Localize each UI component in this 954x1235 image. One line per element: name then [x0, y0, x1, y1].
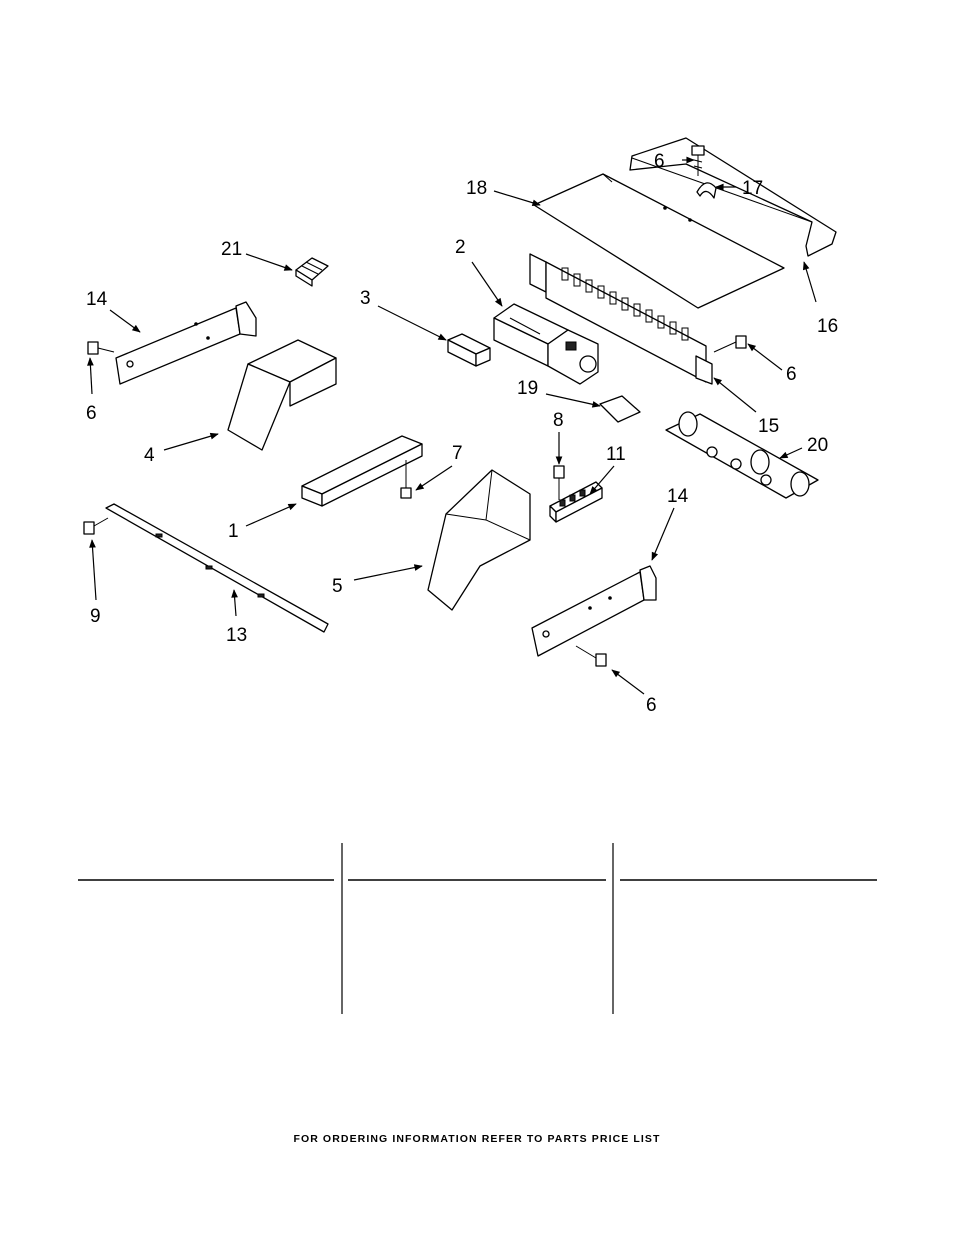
part-14-bracket-left — [115, 301, 257, 385]
callout-9: 9 — [90, 606, 101, 627]
part-7-screw — [400, 460, 412, 499]
part-1-channel — [301, 435, 423, 507]
footer-ordering-note: FOR ORDERING INFORMATION REFER TO PARTS … — [293, 1133, 661, 1145]
part-2-control-unit — [493, 303, 599, 385]
callout-6: 6 — [86, 403, 97, 424]
part-14-bracket-right — [531, 565, 657, 657]
part-3-block — [447, 333, 491, 367]
part-21-connector — [295, 257, 329, 287]
callout-6: 6 — [786, 364, 797, 385]
callout-2: 2 — [455, 237, 466, 258]
callout-18: 18 — [466, 178, 487, 199]
callout-19: 19 — [517, 378, 538, 399]
callout-8: 8 — [553, 410, 564, 431]
part-19-plate — [599, 395, 641, 423]
part-17-clamp — [696, 182, 717, 199]
callout-5: 5 — [332, 576, 343, 597]
callout-3: 3 — [360, 288, 371, 309]
callout-7: 7 — [452, 443, 463, 464]
part-18-top-cover — [533, 173, 785, 309]
part-20-terminal-plate — [665, 411, 819, 499]
part-9-screw — [83, 517, 109, 535]
screw-right — [713, 335, 747, 353]
callout-1: 1 — [228, 521, 239, 542]
leader-lines — [87, 156, 817, 695]
part-8-screw — [553, 465, 565, 500]
callout-6: 6 — [646, 695, 657, 716]
callout-16: 16 — [817, 316, 838, 337]
callout-4: 4 — [144, 445, 155, 466]
screw-left — [87, 341, 115, 355]
part-5-duct — [427, 469, 531, 611]
callout-15: 15 — [758, 416, 779, 437]
callout-6: 6 — [654, 151, 665, 172]
callout-11: 11 — [606, 444, 626, 465]
part-4-duct — [227, 339, 337, 451]
callout-17: 17 — [742, 178, 763, 199]
parts-list-table — [78, 843, 877, 1014]
callout-13: 13 — [226, 625, 247, 646]
callout-21: 21 — [221, 239, 242, 260]
part-15-control-bracket — [529, 253, 713, 385]
callout-14: 14 — [667, 486, 689, 507]
callout-labels: 6 17 18 16 2 21 14 3 6 19 6 15 8 20 4 7 … — [86, 151, 838, 716]
callout-14: 14 — [86, 289, 108, 310]
part-13-strip — [105, 503, 329, 633]
part-11-terminal-block — [549, 481, 603, 523]
screw-top — [691, 145, 705, 176]
callout-20: 20 — [807, 435, 828, 456]
screw-right-lower — [575, 645, 607, 667]
